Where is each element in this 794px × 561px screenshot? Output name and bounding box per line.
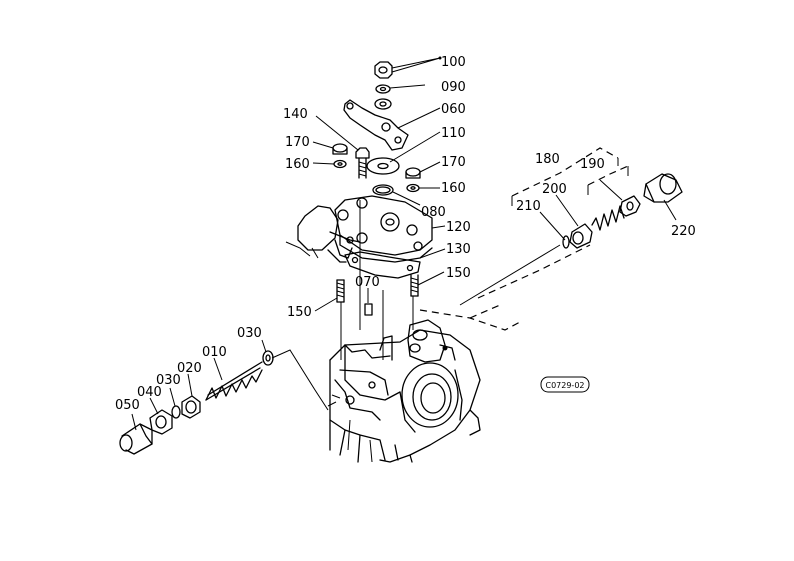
pin-070 xyxy=(364,303,373,316)
linkage-path xyxy=(419,244,591,331)
nut-200 xyxy=(569,223,593,249)
gasket-130 xyxy=(344,251,421,279)
nut-170-right xyxy=(405,167,421,179)
label-180: 180 xyxy=(535,152,560,167)
nut-100 xyxy=(374,61,393,79)
washer-160-right xyxy=(406,183,420,193)
label-020: 020 xyxy=(177,361,202,376)
cover-120 xyxy=(334,195,433,263)
label-090: 090 xyxy=(441,80,466,95)
cap-050 xyxy=(119,423,153,455)
reference-code-badge: C0729-02 xyxy=(540,376,590,393)
nut-170-left xyxy=(332,143,348,155)
spring-190 xyxy=(591,205,625,231)
label-170-left: 170 xyxy=(285,135,310,150)
washer-030-upper xyxy=(262,350,274,366)
label-070: 070 xyxy=(355,275,380,290)
label-160-left: 160 xyxy=(285,157,310,172)
cap-220 xyxy=(643,173,683,203)
label-220: 220 xyxy=(671,224,696,239)
group-190-bracket xyxy=(587,165,629,186)
label-120: 120 xyxy=(446,220,471,235)
washer-160-left xyxy=(333,159,347,169)
washer-110 xyxy=(366,157,400,175)
washer-030-lower xyxy=(171,405,181,419)
ring-210 xyxy=(562,235,570,249)
lever-paddle xyxy=(297,205,361,263)
label-100: 100 xyxy=(441,55,466,70)
label-210: 210 xyxy=(516,199,541,214)
label-200: 200 xyxy=(542,182,567,197)
oring-080 xyxy=(372,184,394,196)
stud-150-left xyxy=(336,279,345,303)
washer-090 xyxy=(375,84,391,94)
lever-060 xyxy=(343,99,409,151)
label-130: 130 xyxy=(446,242,471,257)
label-160-right: 160 xyxy=(441,181,466,196)
reference-code-text: C0729-02 xyxy=(545,381,584,390)
label-150-left: 150 xyxy=(287,305,312,320)
stud-150-right xyxy=(410,274,419,297)
bolt-140 xyxy=(355,147,370,179)
seat-020 xyxy=(181,395,201,419)
label-060: 060 xyxy=(441,102,466,117)
engine-block xyxy=(327,319,481,463)
label-150-right: 150 xyxy=(446,266,471,281)
washer-090b xyxy=(374,98,392,110)
label-080: 080 xyxy=(421,205,446,220)
label-140: 140 xyxy=(283,107,308,122)
label-110: 110 xyxy=(441,126,466,141)
label-040: 040 xyxy=(137,385,162,400)
nut-040 xyxy=(149,409,173,435)
spring-010 xyxy=(205,361,263,401)
label-050: 050 xyxy=(115,398,140,413)
group-180-bracket xyxy=(511,147,619,197)
plug-190 xyxy=(619,195,641,217)
label-030-upper: 030 xyxy=(237,326,262,341)
label-010: 010 xyxy=(202,345,227,360)
label-170-right: 170 xyxy=(441,155,466,170)
label-030-lower: 030 xyxy=(156,373,181,388)
label-190: 190 xyxy=(580,157,605,172)
